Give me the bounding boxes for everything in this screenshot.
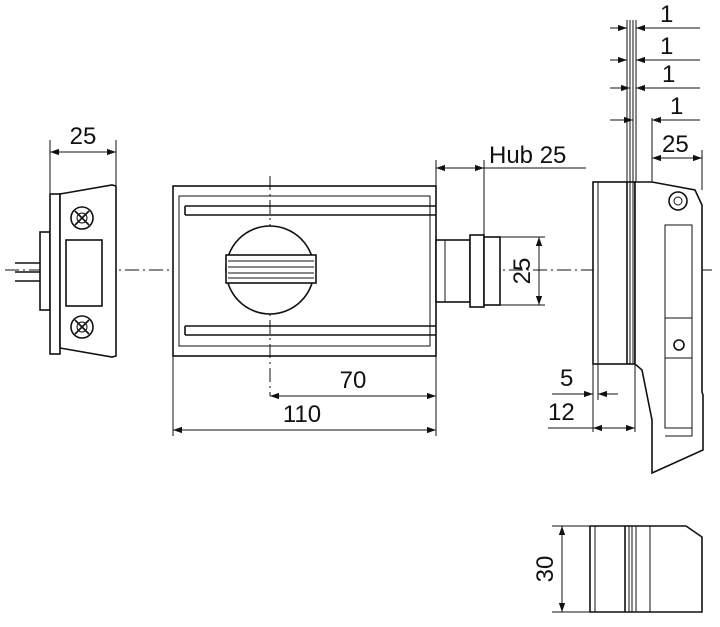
dim-side-1d: 1 bbox=[670, 93, 683, 120]
dim-side-5: 5 bbox=[560, 365, 573, 392]
dim-body-length: 110 bbox=[283, 401, 321, 428]
lock-body-view: Hub 25 25 70 110 bbox=[172, 142, 586, 436]
side-lever bbox=[634, 181, 704, 475]
side-view: 1 1 1 1 25 5 12 bbox=[548, 1, 704, 475]
bolt bbox=[435, 234, 501, 308]
screw-head-icon bbox=[70, 315, 94, 339]
bottom-view: 30 bbox=[532, 525, 703, 613]
strike-plate-view: 25 bbox=[15, 123, 117, 358]
dim-striker-width: 25 bbox=[70, 123, 97, 150]
dim-side-1b: 1 bbox=[660, 33, 673, 60]
side-body bbox=[592, 181, 636, 365]
dim-center-distance: 70 bbox=[340, 367, 367, 394]
dim-side-1c: 1 bbox=[662, 61, 675, 88]
strike-plate-body bbox=[49, 193, 61, 355]
dim-side-12: 12 bbox=[548, 399, 575, 426]
dim-cylinder-height: 25 bbox=[509, 258, 536, 285]
dim-side-bolt: 25 bbox=[662, 131, 689, 158]
strike-opening bbox=[65, 239, 103, 307]
dim-side-1a: 1 bbox=[660, 1, 673, 28]
dim-hub: Hub 25 bbox=[489, 142, 566, 169]
cylinder-knob bbox=[225, 225, 317, 315]
dim-bottom-height: 30 bbox=[532, 556, 559, 583]
screw-head-icon bbox=[70, 206, 94, 230]
